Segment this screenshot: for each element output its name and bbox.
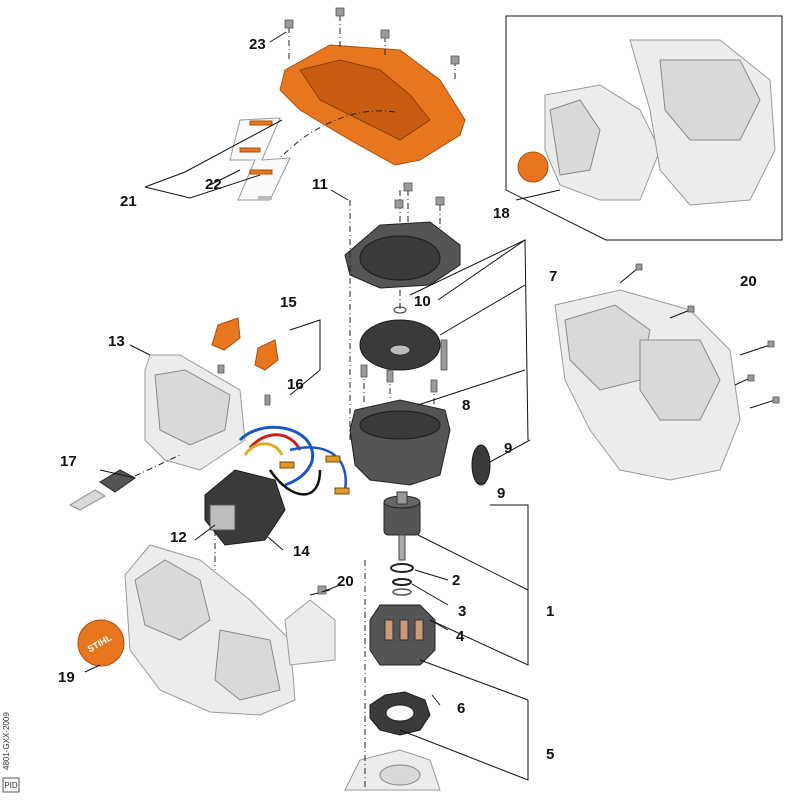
- fan-housing-lower: [349, 364, 451, 486]
- right-housing-half: [554, 263, 780, 481]
- callout-5: 5: [546, 746, 554, 763]
- callout-6: 6: [457, 700, 465, 717]
- callout-20-right: 20: [740, 273, 757, 290]
- callout-10: 10: [414, 293, 431, 310]
- corner-mark-box: [2, 777, 20, 793]
- stihl-badge: STIHL: [77, 619, 125, 667]
- side-document-code: 4801-GXX-2009: [2, 712, 11, 770]
- gear-wheel: [471, 444, 491, 486]
- motor-rotor: [383, 491, 421, 561]
- bottom-hub: [344, 749, 441, 791]
- connector-plug: [68, 454, 181, 511]
- stator: [369, 604, 436, 666]
- callout-4: 4: [456, 628, 465, 645]
- switch-module: [204, 469, 286, 570]
- callout-8: 8: [462, 397, 470, 414]
- long-screw: [440, 339, 448, 371]
- ring-4: [392, 588, 412, 596]
- corner-mark: PID: [4, 781, 18, 790]
- callout-9-lower: 9: [497, 485, 505, 502]
- wire-harness: [238, 425, 350, 496]
- callout-21: 21: [120, 193, 137, 210]
- fan-housing-upper: [344, 182, 461, 314]
- orange-clips: [211, 317, 279, 406]
- callout-1: 1: [546, 603, 554, 620]
- callout-13: 13: [108, 333, 125, 350]
- callout-19: 19: [58, 669, 75, 686]
- callout-20-left: 20: [337, 573, 354, 590]
- callout-23: 23: [249, 36, 266, 53]
- callout-9-upper: 9: [504, 440, 512, 457]
- damper-ring: [369, 691, 431, 736]
- left-frame: [144, 354, 246, 471]
- callout-18: 18: [493, 205, 510, 222]
- ring-2: [390, 563, 414, 573]
- callout-12: 12: [170, 529, 187, 546]
- callout-16: 16: [287, 376, 304, 393]
- top-cover-orange: [259, 7, 466, 176]
- callout-14: 14: [293, 543, 310, 560]
- callout-17: 17: [60, 453, 77, 470]
- callout-22: 22: [205, 176, 222, 193]
- label-set: [229, 117, 291, 201]
- left-housing-half: [124, 544, 336, 716]
- fan-disc: [359, 319, 441, 371]
- callout-11: 11: [312, 176, 328, 193]
- callout-3: 3: [458, 603, 466, 620]
- inset-housing-halves: [517, 39, 776, 206]
- callout-7: 7: [549, 268, 557, 285]
- callout-2: 2: [452, 572, 460, 589]
- inset-frame: [505, 15, 783, 241]
- callout-15: 15: [280, 294, 297, 311]
- ring-3: [392, 578, 412, 586]
- inset-stihl-badge: [517, 151, 549, 183]
- leader-lines: [84, 31, 561, 781]
